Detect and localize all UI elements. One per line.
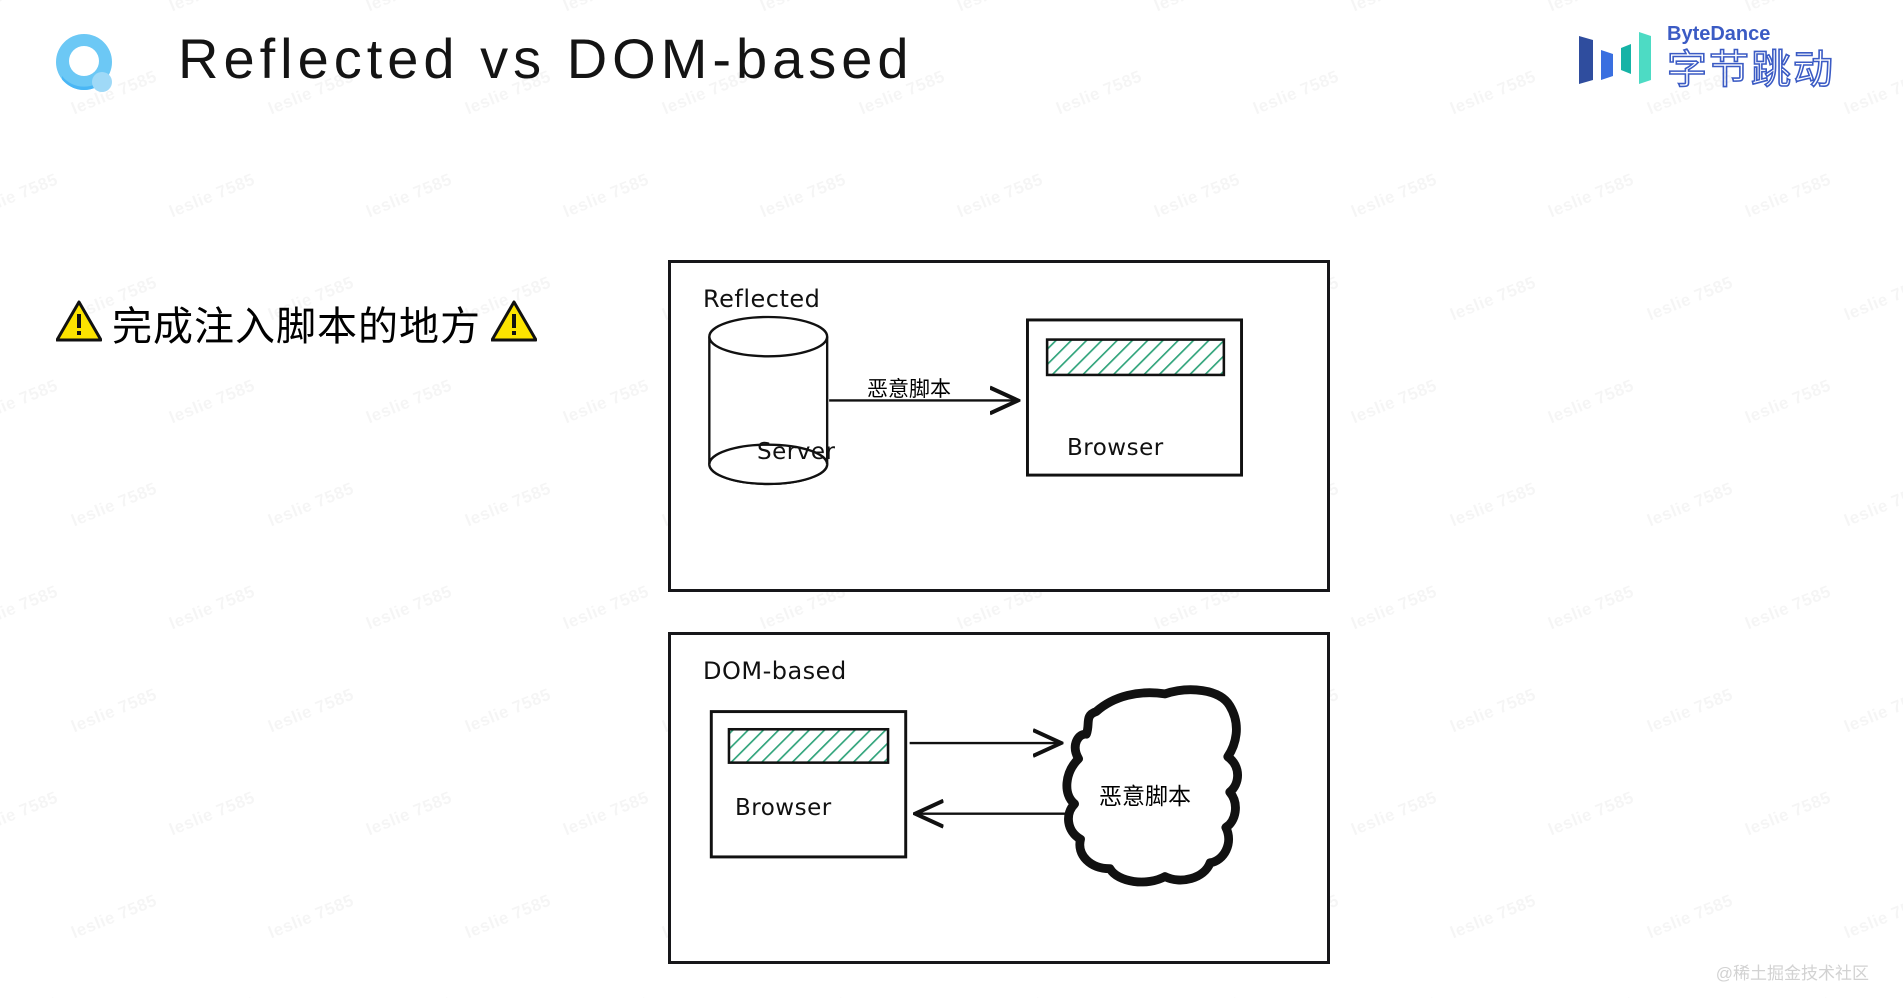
watermark-tile: leslie 7585 (265, 891, 356, 943)
browser-node-label: Browser (735, 795, 832, 821)
watermark-tile: leslie 7585 (167, 582, 258, 634)
watermark-tile: leslie 7585 (265, 479, 356, 531)
bytedance-english-label: ByteDance (1667, 23, 1771, 45)
watermark-tile: leslie 7585 (1349, 582, 1440, 634)
server-cylinder-shape (708, 315, 829, 486)
injected-script-bar-shape (1045, 338, 1226, 377)
watermark-tile: leslie 7585 (1743, 376, 1834, 428)
watermark-tile: leslie 7585 (1841, 479, 1903, 531)
watermark-tile: leslie 7585 (1447, 479, 1538, 531)
injected-script-bar-shape (727, 727, 890, 764)
watermark-tile: leslie 7585 (1841, 891, 1903, 943)
watermark-tile: leslie 7585 (561, 994, 652, 998)
watermark-tile: leslie 7585 (0, 994, 61, 998)
watermark-tile: leslie 7585 (265, 685, 356, 737)
watermark-tile: leslie 7585 (1349, 376, 1440, 428)
injection-note: 完成注入脚本的地方 (55, 294, 538, 352)
watermark-tile: leslie 7585 (0, 788, 61, 840)
watermark-tile: leslie 7585 (1152, 994, 1243, 998)
qq-browser-logo-icon (48, 28, 120, 100)
reflected-diagram: Reflected Server Browser 恶意脚本 (668, 260, 1330, 592)
watermark-tile: leslie 7585 (167, 376, 258, 428)
watermark-tile: leslie 7585 (0, 376, 61, 428)
malicious-script-arrow-label: 恶意脚本 (867, 378, 951, 401)
watermark-tile: leslie 7585 (1546, 170, 1637, 222)
watermark-tile: leslie 7585 (167, 170, 258, 222)
watermark-tile: leslie 7585 (462, 479, 553, 531)
injection-note-text: 完成注入脚本的地方 (112, 305, 481, 349)
watermark-tile: leslie 7585 (364, 376, 455, 428)
watermark-tile: leslie 7585 (1546, 994, 1637, 998)
watermark-tile: leslie 7585 (1447, 685, 1538, 737)
watermark-tile: leslie 7585 (1841, 273, 1903, 325)
browser-node-label: Browser (1067, 435, 1164, 461)
watermark-tile: leslie 7585 (462, 685, 553, 737)
page-title: Reflected vs DOM-based (178, 27, 914, 90)
watermark-tile: leslie 7585 (1152, 170, 1243, 222)
watermark-tile: leslie 7585 (68, 479, 159, 531)
watermark-tile: leslie 7585 (364, 994, 455, 998)
watermark-tile: leslie 7585 (1644, 891, 1735, 943)
warning-triangle-icon (55, 300, 103, 347)
bytedance-chinese-label: 字节跳动 (1666, 46, 1863, 96)
watermark-tile: leslie 7585 (68, 891, 159, 943)
server-node-label: Server (757, 439, 836, 465)
warning-triangle-icon (490, 300, 538, 347)
watermark-tile: leslie 7585 (364, 788, 455, 840)
watermark-tile: leslie 7585 (364, 170, 455, 222)
dom-based-diagram: DOM-based Browser 恶意脚本 (668, 632, 1330, 964)
watermark-tile: leslie 7585 (1743, 994, 1834, 998)
watermark-tile: leslie 7585 (1743, 582, 1834, 634)
watermark-tile: leslie 7585 (1644, 479, 1735, 531)
watermark-tile: leslie 7585 (167, 788, 258, 840)
watermark-tile: leslie 7585 (561, 788, 652, 840)
watermark-tile: leslie 7585 (1546, 788, 1637, 840)
bytedance-bars-icon (1577, 30, 1653, 91)
watermark-tile: leslie 7585 (561, 170, 652, 222)
watermark-tile: leslie 7585 (561, 582, 652, 634)
watermark-tile: leslie 7585 (462, 891, 553, 943)
watermark-tile: leslie 7585 (758, 994, 849, 998)
watermark-tile: leslie 7585 (1447, 273, 1538, 325)
watermark-tile: leslie 7585 (955, 994, 1046, 998)
svg-text:字节跳动: 字节跳动 (1667, 47, 1835, 91)
watermark-tile: leslie 7585 (0, 170, 61, 222)
watermark-tile: leslie 7585 (955, 170, 1046, 222)
watermark-tile: leslie 7585 (1841, 685, 1903, 737)
watermark-tile: leslie 7585 (1743, 170, 1834, 222)
watermark-tile: leslie 7585 (1743, 788, 1834, 840)
watermark-tile: leslie 7585 (1644, 273, 1735, 325)
watermark-tile: leslie 7585 (1447, 891, 1538, 943)
watermark-tile: leslie 7585 (0, 582, 61, 634)
watermark-tile: leslie 7585 (1349, 994, 1440, 998)
dom-based-diagram-label: DOM-based (703, 657, 847, 685)
watermark-tile: leslie 7585 (758, 170, 849, 222)
watermark-tile: leslie 7585 (561, 376, 652, 428)
malicious-script-blob-shape (1062, 685, 1243, 887)
watermark-tile: leslie 7585 (1349, 170, 1440, 222)
reflected-diagram-svg (708, 315, 1244, 486)
watermark-tile: leslie 7585 (167, 994, 258, 998)
watermark-tile: leslie 7585 (1546, 582, 1637, 634)
watermark-tile: leslie 7585 (1644, 685, 1735, 737)
dom-based-diagram-svg (709, 685, 1243, 887)
header: Reflected vs DOM-based ByteDance 字节跳动 (0, 0, 1903, 140)
community-watermark: @稀土掘金技术社区 (1715, 964, 1869, 983)
reflected-diagram-label: Reflected (703, 285, 821, 313)
watermark-tile: leslie 7585 (68, 685, 159, 737)
bytedance-logo: ByteDance 字节跳动 (1577, 24, 1863, 96)
malicious-script-blob-label: 恶意脚本 (1099, 783, 1191, 809)
watermark-tile: leslie 7585 (1546, 376, 1637, 428)
watermark-tile: leslie 7585 (364, 582, 455, 634)
watermark-tile: leslie 7585 (1349, 788, 1440, 840)
